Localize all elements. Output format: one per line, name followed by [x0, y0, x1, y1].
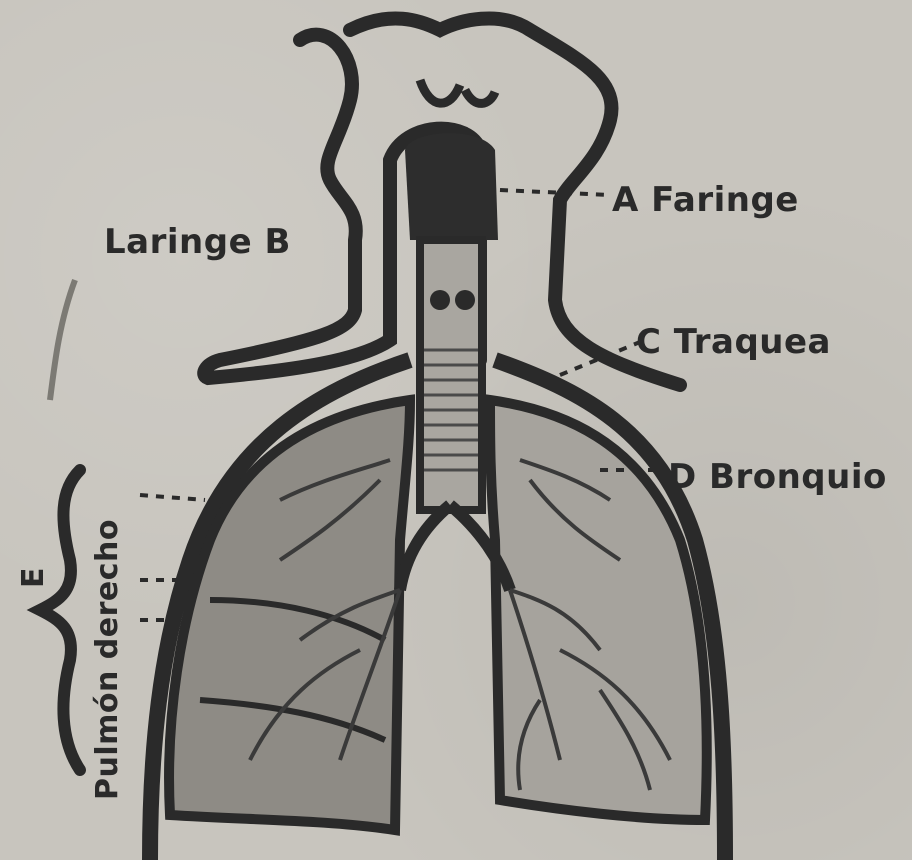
- mouth-detail: [420, 80, 495, 103]
- larynx-detail: [455, 290, 475, 310]
- label-laringe: Laringe B: [104, 222, 291, 262]
- larynx-detail: [430, 290, 450, 310]
- label-faringe: A Faringe: [612, 180, 799, 220]
- label-traquea: C Traquea: [636, 322, 831, 362]
- label-pulmon-derecho: Pulmón derecho: [90, 519, 125, 800]
- scratch-mark: [50, 280, 75, 400]
- pharynx-shape: [405, 133, 498, 240]
- label-bronquio: D Bronquio: [668, 457, 887, 497]
- bracket-brace: [40, 470, 80, 770]
- label-e-marker: E: [16, 567, 51, 588]
